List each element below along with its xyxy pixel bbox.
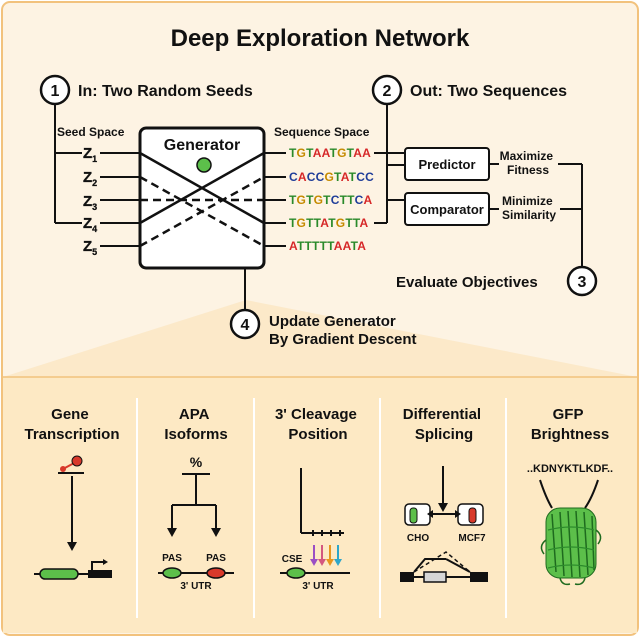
generator-mapping-dashed [139,175,265,248]
app-cleavage-position-title: 3' Cleavage Position [275,406,361,443]
gfp-peptide-sequence: ..KDNYKTLKDF.. [527,463,613,475]
comparator-label: Comparator [410,202,484,217]
sequence-2: CACCGTATCC [289,170,374,184]
step-4-label-line2: By Gradient Descent [269,331,417,348]
sequence-list: TGTAATGTAA CACCGTATCC TGTGTCTTCA TGTTATGTTA… [289,146,374,253]
sequence-1: TGTAATGTAA [289,146,371,160]
step-4-label-line1: Update Generator [269,313,396,330]
application-titles: Gene Transcription APA Isoforms 3' Cleav… [24,406,609,443]
generator-node-icon [196,157,212,173]
cleavage-cse-label: CSE [282,554,303,565]
seed-z5: Z5 [83,238,97,257]
apa-utr-label: 3' UTR [180,581,212,592]
cleavage-position-icon: CSE 3' UTR [280,468,350,592]
app-differential-splicing-title: Differential Splicing [403,406,486,443]
seed-z3: Z3 [83,193,97,212]
figure-title: Deep Exploration Network [171,25,470,52]
sequence-4: TGTTATGTTA [289,216,368,230]
sequence-space-label: Sequence Space [274,125,370,139]
differential-splicing-icon: CHO MCF7 [400,466,488,583]
minimize-similarity-label: Minimize Similarity [502,194,556,222]
apa-pas-right: PAS [206,553,226,564]
seed-space-label: Seed Space [57,125,125,139]
apa-pas-left: PAS [162,553,182,564]
objective-bracket [489,163,583,266]
step-3-label: Evaluate Objectives [396,274,538,291]
splicing-mcf7-label: MCF7 [458,533,486,544]
generator-mapping-solid [139,151,265,225]
generator-label: Generator [164,137,240,154]
step-4-number: 4 [241,317,250,334]
apa-isoforms-icon: % PAS PAS 3' UTR [158,454,234,592]
app-gfp-brightness-title: GFP Brightness [531,406,609,443]
gfp-brightness-icon: ..KDNYKTLKDF.. [527,463,613,586]
step-1-number: 1 [51,83,60,100]
step-3-number: 3 [578,274,587,291]
applications-panel [3,377,637,633]
maximize-fitness-label: Maximize Fitness [500,149,557,177]
seed-z1: Z1 [83,145,97,164]
sequence-5: ATTTTTAATA [289,239,366,253]
sequence-output-lines [264,152,286,247]
application-dividers [136,398,507,618]
sequence-3: TGTGTCTTCA [289,193,373,207]
app-gene-transcription-title: Gene Transcription [24,406,119,443]
seed-z2: Z2 [83,169,97,188]
app-apa-isoforms-title: APA Isoforms [164,406,227,443]
splicing-cho-label: CHO [407,533,429,544]
apa-percent-label: % [190,454,203,470]
zoom-funnel [3,300,637,377]
generator-box [138,126,266,270]
seed-z4: Z4 [83,215,97,234]
sequence-bracket [374,104,405,224]
step-4-circle [229,308,261,340]
seed-bracket [54,104,82,224]
step-2-number: 2 [383,83,392,100]
seed-list: Z1 Z2 Z3 Z4 Z5 [83,145,97,257]
gfp-barrel [540,507,602,586]
predictor-label: Predictor [418,157,475,172]
step-3-circle [566,265,598,297]
cleavage-utr-label: 3' UTR [302,581,334,592]
step-2-label: Out: Two Sequences [410,83,567,100]
seed-input-lines [100,152,140,247]
gene-transcription-icon [34,455,112,580]
step-1-label: In: Two Random Seeds [78,83,253,100]
